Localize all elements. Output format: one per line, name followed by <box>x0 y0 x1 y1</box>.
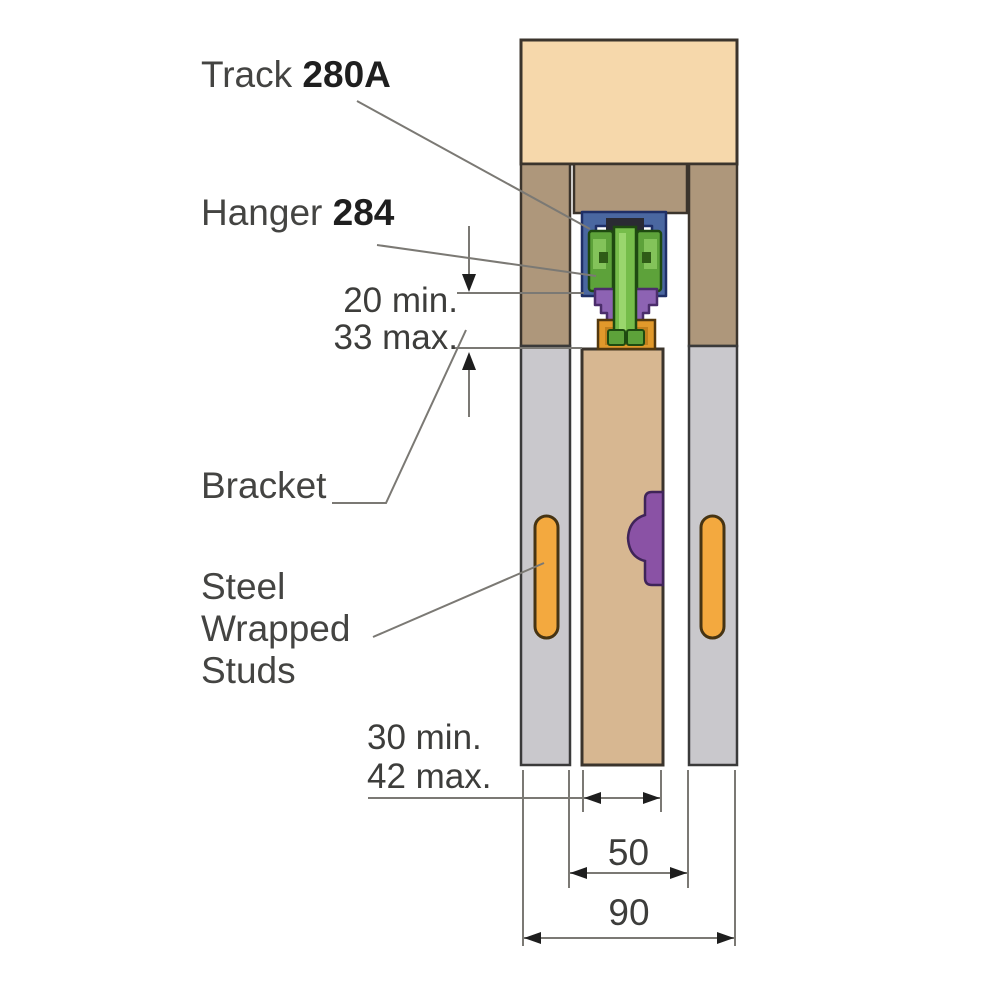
studs-label-line1: Steel <box>201 566 286 607</box>
track-label: Track 280A <box>201 55 391 95</box>
clearance-dimension-label: 20 min. 33 max. <box>288 281 459 357</box>
wheel-right-slot <box>642 252 651 263</box>
timber-lintel <box>572 162 689 215</box>
track-label-code: 280A <box>302 54 391 95</box>
door-thickness-min-text: 30 min. <box>367 718 482 757</box>
studs-leader-line <box>372 562 545 638</box>
track-label-name: Track <box>201 54 293 95</box>
overall-arrow-left <box>524 932 541 944</box>
bracket-leader-line <box>332 329 467 504</box>
pocket-arrow-right <box>670 867 687 879</box>
hanger-leader-line <box>376 244 597 277</box>
door-thickness-dimension-label: 30 min. 42 max. <box>367 718 492 796</box>
clearance-arrowhead-up <box>462 352 476 370</box>
track-leader-line <box>356 100 591 230</box>
right-stud <box>699 514 726 640</box>
flush-pull-handle <box>626 490 665 587</box>
clearance-arrowhead-down <box>462 274 476 292</box>
studs-label-line3: Studs <box>201 650 296 691</box>
hanger-label-code: 284 <box>332 192 395 233</box>
left-timber-column <box>519 162 572 348</box>
door-thickness-arrow-right <box>643 792 660 804</box>
door-thickness-max-text: 42 max. <box>367 757 492 796</box>
hanger-label-name: Hanger <box>201 192 323 233</box>
hanger-label: Hanger 284 <box>201 193 394 233</box>
studs-label: Steel Wrapped Studs <box>201 566 350 692</box>
left-stud <box>533 514 560 640</box>
pocket-width-dimension-label: 50 <box>607 832 650 873</box>
clearance-max-text: 33 max. <box>333 318 459 357</box>
right-timber-column <box>687 162 739 348</box>
wheel-left-slot <box>599 252 608 263</box>
hanger-stem-highlight <box>619 233 626 333</box>
bracket-nut-right <box>626 329 645 346</box>
studs-label-line2: Wrapped <box>201 608 351 649</box>
bracket-nut-left <box>607 329 626 346</box>
header-beam <box>519 38 739 166</box>
bracket-label: Bracket <box>201 465 327 506</box>
overall-width-dimension-label: 90 <box>608 892 650 933</box>
clearance-min-text: 20 min. <box>343 281 458 320</box>
overall-arrow-right <box>717 932 734 944</box>
pocket-arrow-left <box>570 867 587 879</box>
door-thickness-arrow-left <box>584 792 601 804</box>
